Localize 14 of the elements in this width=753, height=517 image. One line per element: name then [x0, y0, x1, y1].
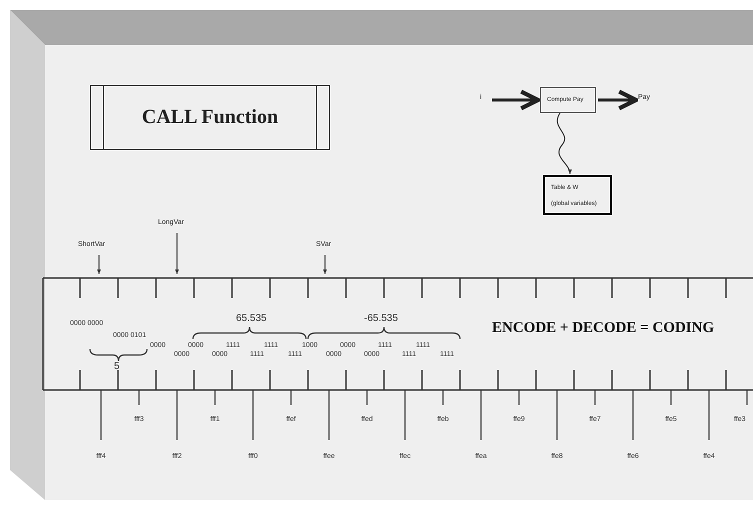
value-label: -65.535: [364, 314, 398, 324]
arrow: [492, 90, 540, 110]
value-label: 65.535: [236, 314, 267, 324]
arrow: [97, 254, 101, 274]
value-label: 5: [114, 362, 120, 372]
arrow: [323, 254, 327, 274]
arrow: [598, 90, 638, 110]
wavy-arrow: [556, 112, 572, 174]
function-title: CALL Function: [142, 106, 278, 129]
function-box: [90, 85, 330, 150]
process-box: [540, 87, 596, 113]
table-box: [543, 175, 612, 215]
equation-text: ENCODE + DECODE = CODING: [492, 320, 714, 337]
arrow: [175, 232, 179, 274]
